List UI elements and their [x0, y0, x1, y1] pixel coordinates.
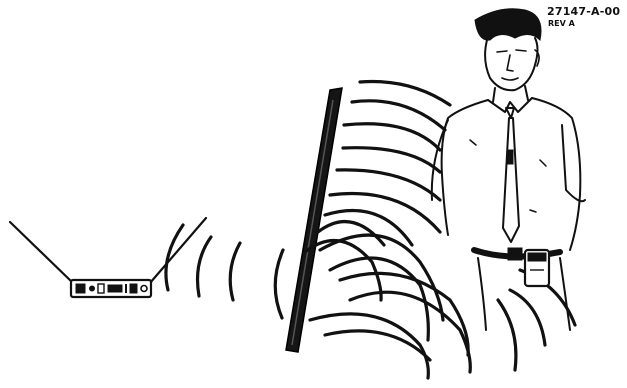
- receiver-left-antenna: [8, 220, 75, 285]
- man-with-transmitter: [430, 8, 586, 331]
- man-hair: [474, 8, 542, 42]
- signal-waves-right: [303, 79, 577, 380]
- receiver-right-antenna: [148, 216, 208, 285]
- signal-waves-left: [164, 223, 285, 320]
- drawing-number-label: 27147-A-00: [547, 5, 621, 18]
- revision-label: REV A: [548, 19, 575, 28]
- receiver-unit: [8, 216, 208, 299]
- wall-obstruction: [285, 87, 343, 353]
